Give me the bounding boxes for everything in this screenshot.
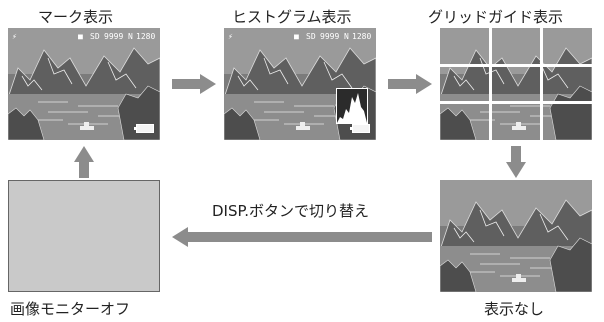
hud-overlay: ⚡ ■ SD 9999 N 1280 — [8, 31, 160, 45]
label-no-display: 表示なし — [484, 300, 545, 318]
quality-text: SD — [306, 32, 316, 41]
arrow-right-icon — [388, 74, 432, 94]
battery-icon — [350, 124, 370, 133]
count-text: 9999 — [104, 32, 124, 41]
panel-no-display — [440, 180, 592, 292]
battery-icon — [134, 124, 154, 133]
panel-mark-display: ⚡ ■ SD 9999 N 1280 — [8, 28, 160, 140]
flash-off-icon: ⚡ — [228, 32, 233, 41]
grid-line — [440, 64, 592, 67]
cycle-caption: DISP.ボタンで切り替え — [212, 202, 369, 220]
scene-image — [440, 28, 592, 140]
camera-icon: ■ — [294, 32, 299, 41]
hud-overlay: ⚡ ■ SD 9999 N 1280 — [224, 31, 376, 45]
label-monitor-off: 画像モニターオフ — [10, 300, 131, 318]
size-badge: N — [128, 32, 133, 41]
panel-monitor-off — [8, 180, 160, 292]
panel-histogram-display: ⚡ ■ SD 9999 N 1280 — [224, 28, 376, 140]
arrow-down-icon — [506, 146, 526, 178]
size-text: 1280 — [136, 32, 156, 41]
size-text: 1280 — [352, 32, 372, 41]
flash-off-icon: ⚡ — [12, 32, 17, 41]
label-histogram-display: ヒストグラム表示 — [232, 8, 352, 26]
label-grid-guide-display: グリッドガイド表示 — [428, 8, 564, 26]
arrow-left-icon — [172, 227, 432, 247]
label-mark-display: マーク表示 — [38, 8, 114, 26]
arrow-right-icon — [172, 74, 216, 94]
arrow-up-icon — [74, 146, 94, 178]
grid-line — [540, 28, 543, 140]
scene-image — [440, 180, 592, 292]
camera-icon: ■ — [78, 32, 83, 41]
panel-grid-guide-display — [440, 28, 592, 140]
count-text: 9999 — [320, 32, 340, 41]
grid-line — [489, 28, 492, 140]
quality-text: SD — [90, 32, 100, 41]
size-badge: N — [344, 32, 349, 41]
histogram-graph — [336, 88, 368, 124]
grid-line — [440, 101, 592, 104]
